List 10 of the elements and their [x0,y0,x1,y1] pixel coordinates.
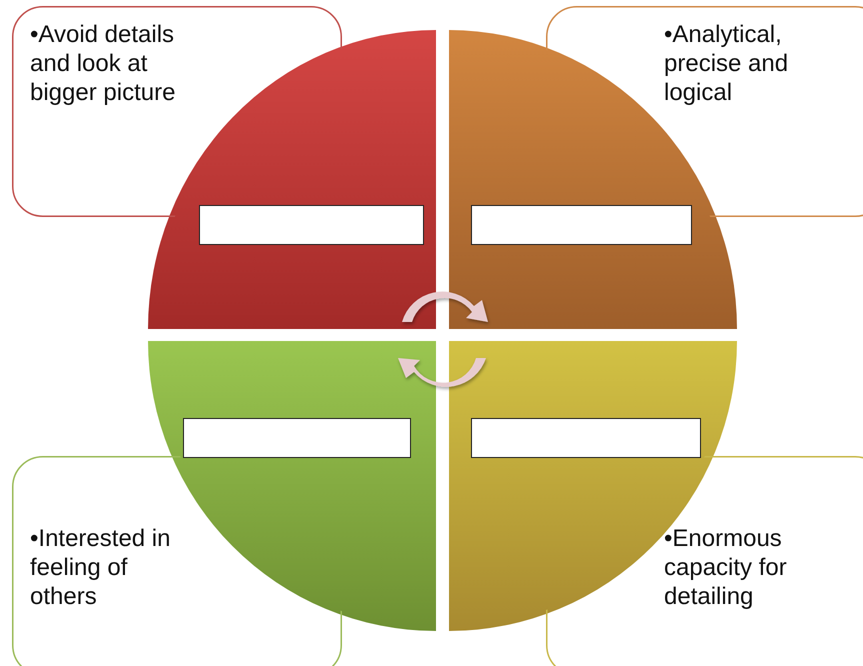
quadrant-sector [148,341,436,631]
bullet-text: •Interested in feeling of others [30,524,172,611]
blank-label-box [471,205,692,245]
bullet-text: •Analytical, precise and logical [664,20,790,107]
bullet-text: •Avoid details and look at bigger picture [30,20,176,107]
blank-label-box [471,418,701,458]
blank-label-box [183,418,411,458]
bullet-text: •Enormous capacity for detailing [664,524,788,611]
blank-label-box [199,205,424,245]
text-box [546,6,863,217]
